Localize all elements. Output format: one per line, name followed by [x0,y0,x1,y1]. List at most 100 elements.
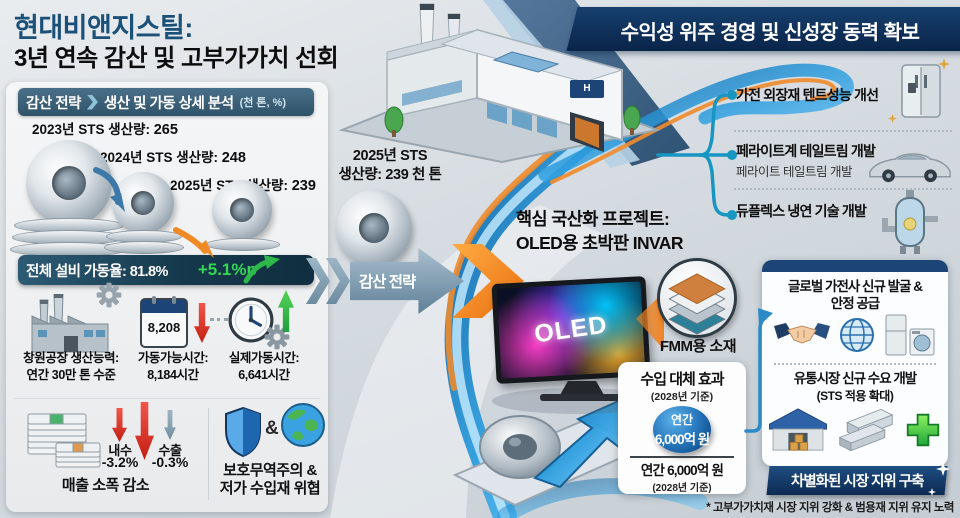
page-title-line2: 3년 연속 감산 및 고부가가치 선회 [14,45,339,72]
building-logo-sign: H [570,80,604,98]
bottom-right-banner: 차별화된 시장 지위 구축 [766,466,948,495]
section-title: 생산 및 가동 상세 분석 [103,95,234,112]
shield-icon [225,406,261,458]
threat-line2: 저가 수입재 위협 [219,480,321,497]
ampersand-text: & [265,418,279,439]
steel-coil-icon [212,180,272,240]
import-box-footer1: 연간 6,000억 원 [640,463,724,478]
stat-actual-line1: 실제가동시간: [228,351,300,365]
appliances-icon [885,314,935,356]
import-box-subtitle: (2028년 기준) [650,391,714,403]
bottom-right-banner-text: 차별화된 시장 지위 구축 [790,474,924,490]
gear-icon [96,282,122,308]
utilization-delta: +5.1%p [197,260,257,279]
card-block2-icons [762,404,948,456]
sphere-line2: 6,000억 원 [654,432,710,447]
stat-actual-hours: 실제가동시간: 6,641시간 [214,350,314,384]
domestic-label: 내수 [108,443,132,458]
production-2023-value: 265 [153,122,178,138]
tank-icon [882,190,938,254]
threat-text: 보호무역주의 & 저가 수입재 위협 [212,462,328,498]
car-icon [869,153,951,183]
divider [734,130,952,132]
divider [208,408,209,500]
right-item-appliance: 가전 외장재 텐트성능 개선 [736,87,879,103]
coil-sheet [104,241,184,254]
divider [734,188,952,190]
card-block1-line2: 안정 공급 [830,296,880,311]
stat-capacity-line2: 연간 30만 톤 수준 [26,368,116,382]
card-block2-line1: 유통시장 신규 수요 개발 [793,371,917,386]
sts-2025-line2: 생산량: 239 천 톤 [338,167,442,183]
production-2025-value: 239 [291,178,316,194]
import-box-title: 수입 대체 효과 [640,371,724,388]
fmm-material-label: FMM용 소재 [659,338,737,355]
stat-available-line2: 8,184시간 [147,368,199,382]
production-2023-label: 2023년 STS 생산량: [32,122,150,137]
footnote: * 고부가가치재 시장 지위 강화 & 범용재 지위 유지 노력 [706,502,954,514]
sts-2025-callout: 2025년 STS 생산량: 239 천 톤 [323,147,457,185]
oled-screen-label: OLED [532,310,610,349]
earth-icon [281,403,325,447]
card-block2-line2: (STS 적용 확대) [816,389,894,403]
calendar-value: 8,208 [147,320,181,335]
export-label: 수출 [158,443,182,458]
right-banner-title: 수익성 위주 경영 및 신성장 동력 확보 [620,22,920,44]
left-section-header: 감산 전략 생산 및 가동 상세 분석 (천 톤, %) [18,88,314,116]
handshake-icon [774,323,830,344]
import-box-footer2: (2028년 기준) [652,483,712,494]
project-title-line2: OLED용 초박판 INVAR [516,233,683,253]
dotted-link [210,318,228,321]
page-title-line1: 현대비앤지스틸: [14,13,193,43]
factory-icon [31,294,109,353]
section-unit: (천 톤, %) [239,97,287,109]
steel-coil-icon [26,140,112,226]
right-strategy-card: 글로벌 가전사 신규 발굴 & 안정 공급 [762,260,948,466]
calendar-icon: 8,208 [140,296,188,348]
sts-2025-line1: 2025년 STS [352,148,428,164]
chevron-right-icon [86,94,98,110]
warehouse-icon [769,408,827,451]
calendar-header [142,296,186,313]
tv-stand [560,381,604,395]
steel-coil-icon [112,172,174,234]
production-2024-value: 248 [221,150,246,166]
annual-savings-sphere: 연간 6,000억 원 [653,406,711,453]
reduction-strategy-label: 감산 전략 [358,274,416,291]
domestic-value: -3.2% [101,454,139,470]
stat-capacity: 창원공장 생산능력: 연간 30만 톤 수준 [6,350,136,384]
tv-base [540,394,626,401]
globe-icon [840,318,874,352]
export-value: -0.3% [151,454,189,470]
card-block1-line1: 글로벌 가전사 신규 발굴 & [788,279,923,294]
sales-caption: 매출 소폭 감소 [61,477,150,494]
stat-available-hours: 가동가능시간: 8,184시간 [128,350,218,384]
divider [14,398,320,399]
refrigerator-icon [901,64,941,118]
section-tag: 감산 전략 [26,95,81,112]
sparkle-icon [928,488,936,496]
sphere-line1: 연간 [670,413,694,427]
divider [774,363,936,365]
money-stack-icon [27,413,101,468]
right-item-duplex: 듀플렉스 냉연 기술 개발 [736,203,867,219]
stat-capacity-line1: 창원공장 생산능력: [23,351,119,365]
production-2023: 2023년 STS 생산량: 265 [32,118,178,138]
steel-coil-icon [336,190,412,266]
utilization-bar: 전체 설비 가동율: 81.8% +5.1%p [18,255,314,285]
coil-sheet [206,238,280,251]
stat-available-line1: 가동가능시간: [137,351,209,365]
teal-connector [656,93,730,217]
stat-actual-line2: 6,641시간 [238,368,290,382]
import-substitution-box: 수입 대체 효과 (2028년 기준) 연간 6,000억 원 연간 6,000… [618,362,746,494]
layered-material-icon [657,258,737,338]
utilization-label: 전체 설비 가동율: 81.8% [26,263,168,280]
card-header-bar [762,260,948,272]
sparkle-icon [888,114,897,123]
threat-line1: 보호무역주의 & [223,462,317,479]
gear-icon [264,324,290,350]
production-2024-label: 2024년 STS 생산량: [100,150,218,165]
steel-bars-icon [838,409,894,451]
divider [630,456,734,458]
